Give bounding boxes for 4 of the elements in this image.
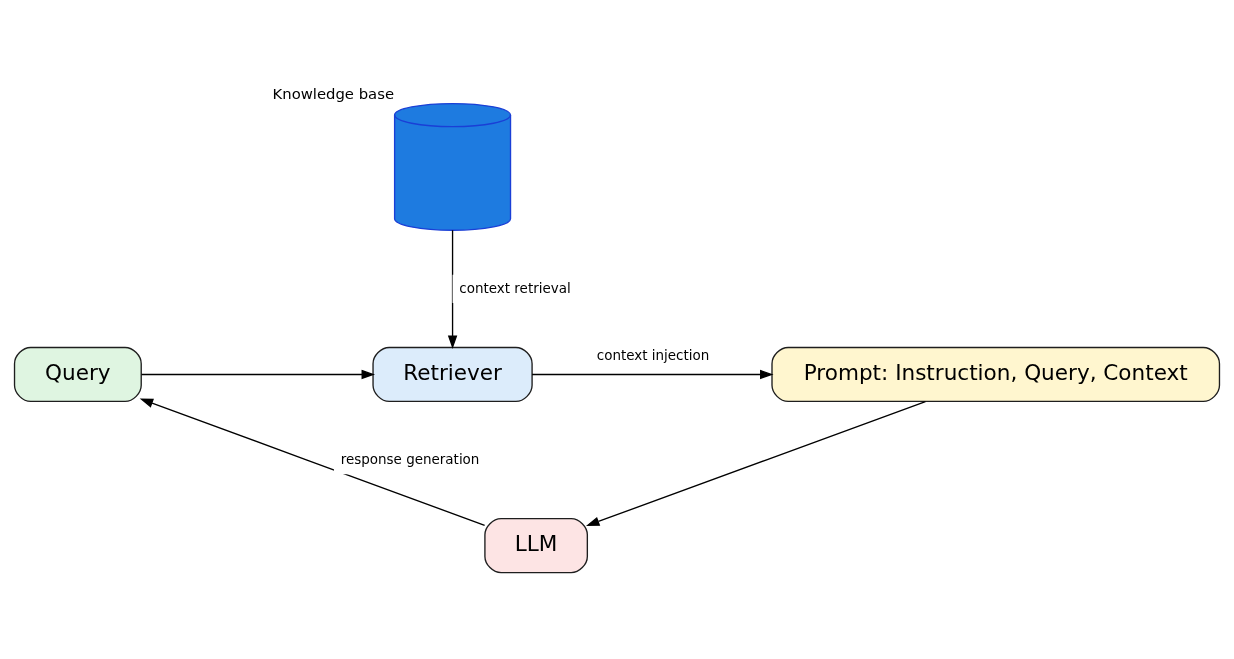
edge-label: context injection xyxy=(596,346,710,363)
node-label: Knowledge base xyxy=(272,84,395,102)
edge-label: response generation xyxy=(340,450,480,467)
edge-label: context retrieval xyxy=(459,279,571,296)
